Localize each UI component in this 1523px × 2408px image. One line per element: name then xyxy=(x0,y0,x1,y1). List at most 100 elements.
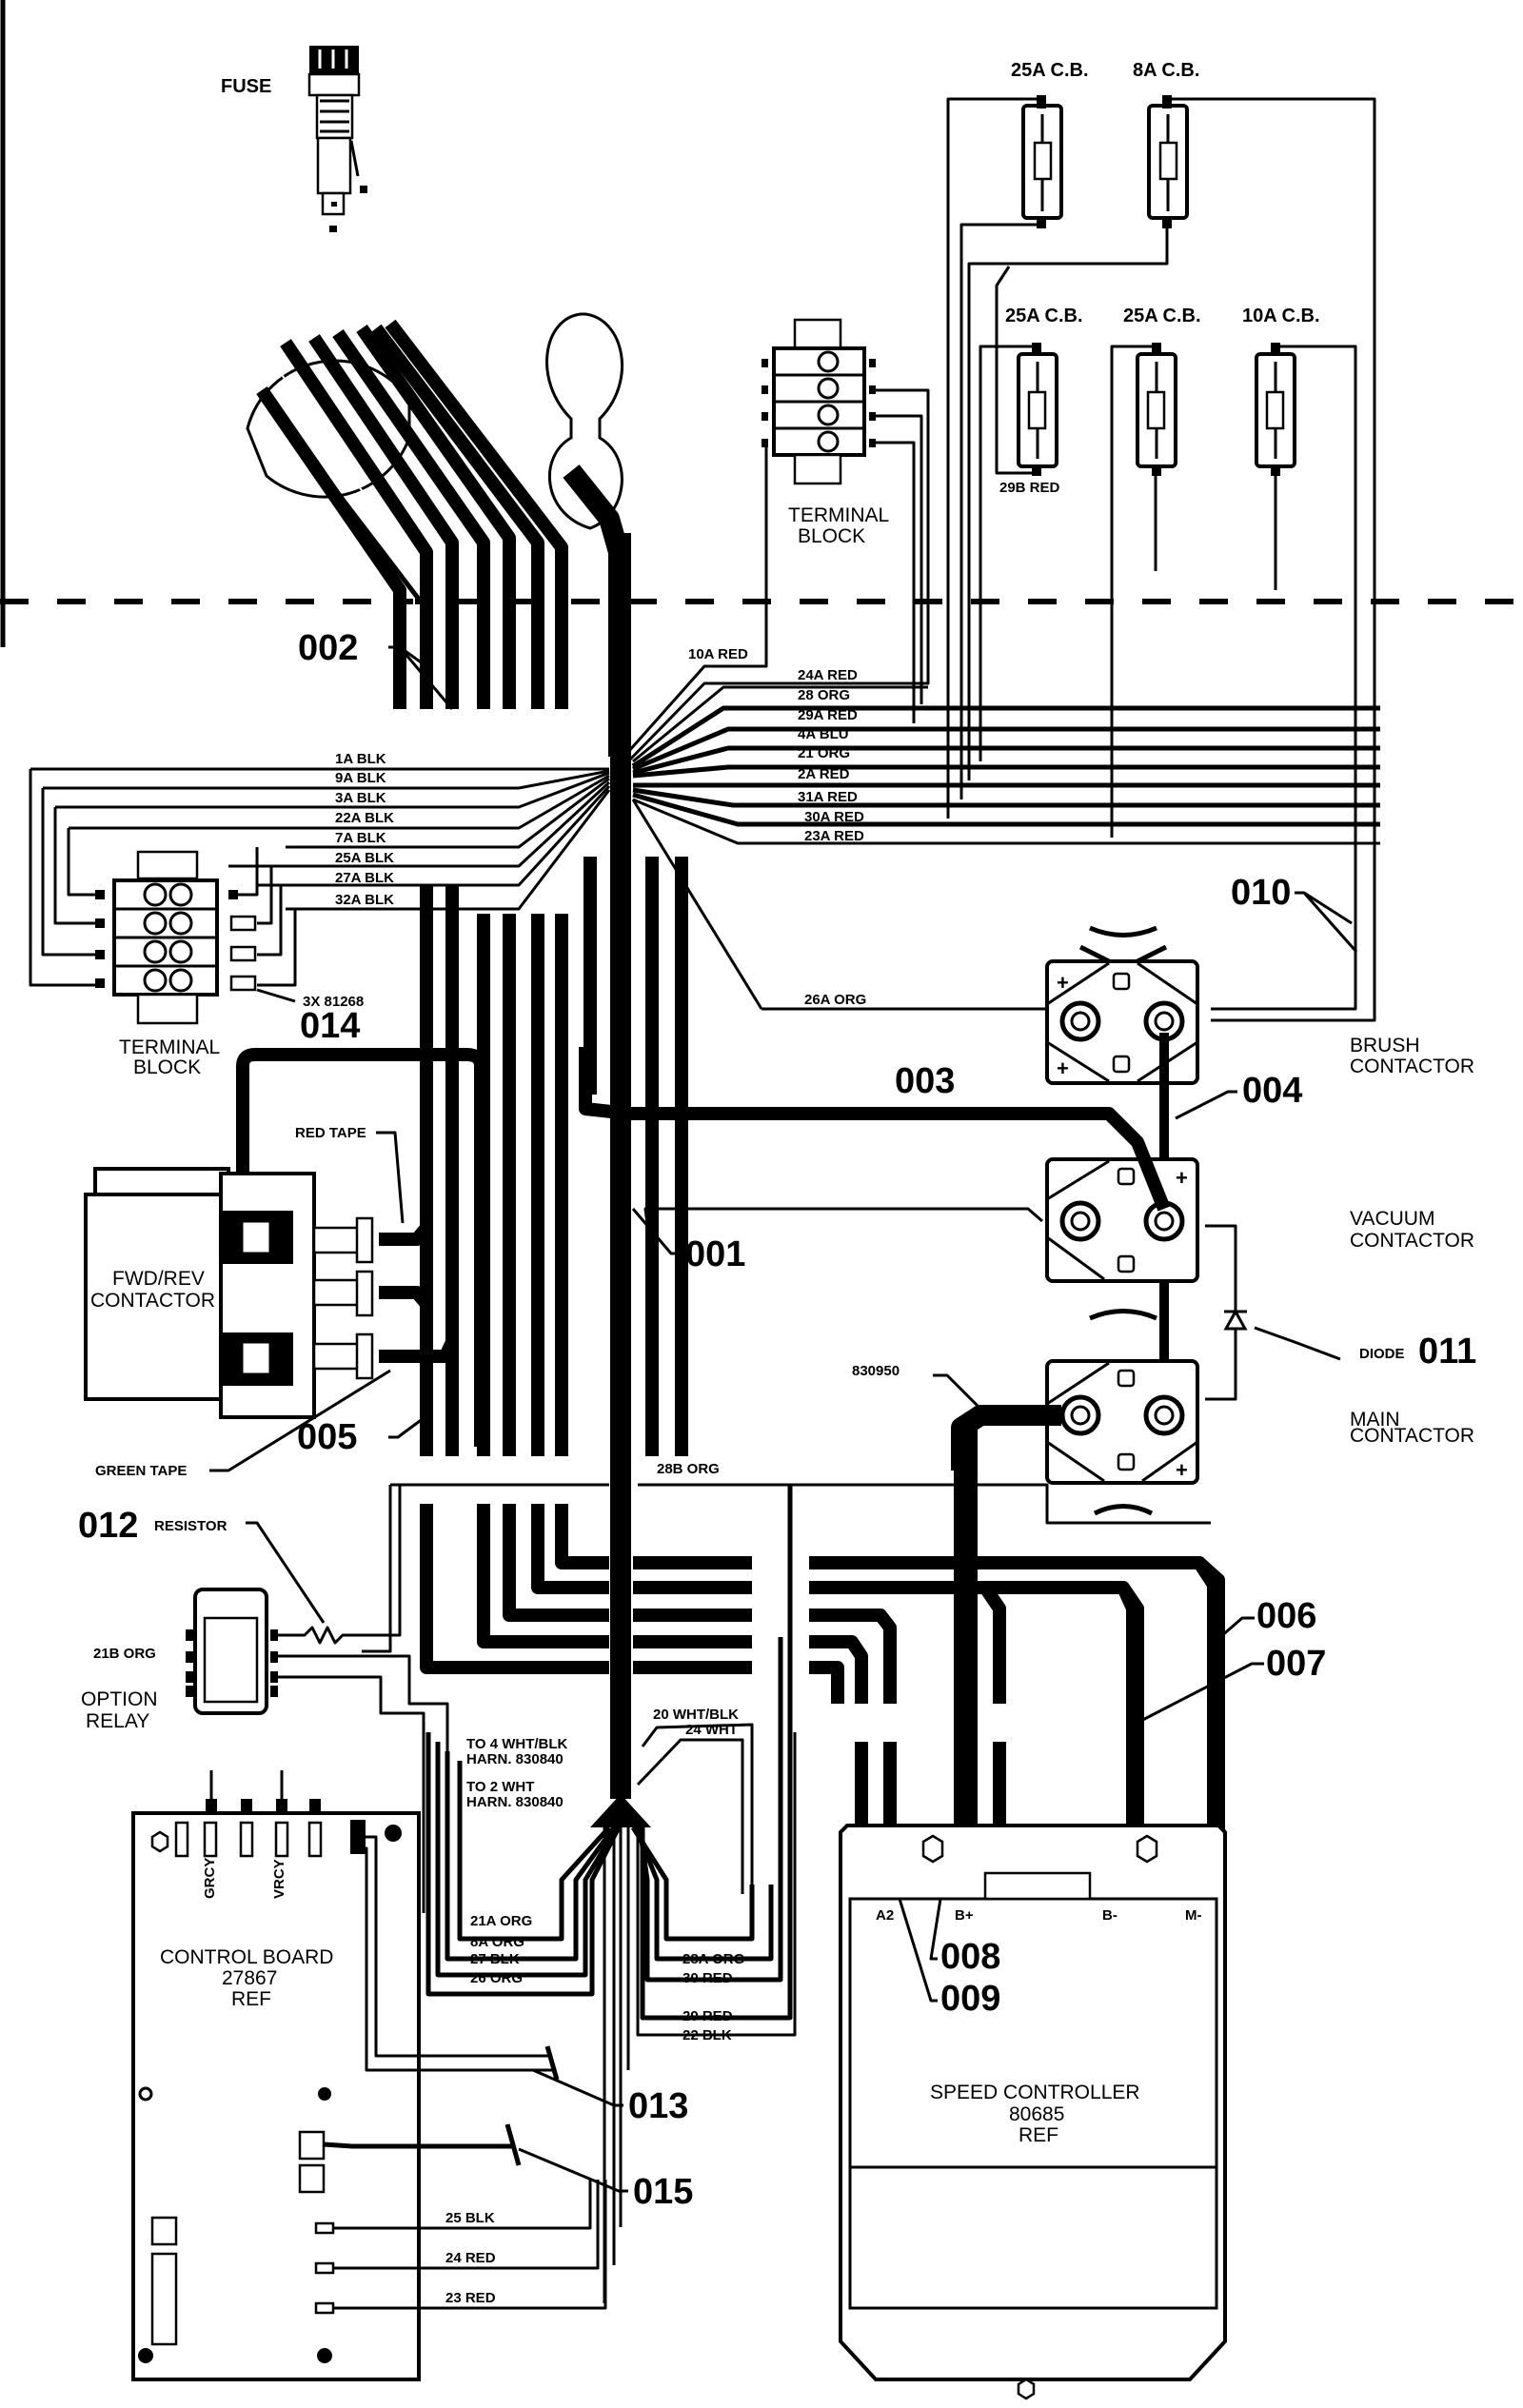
resistor-label: RESISTOR xyxy=(154,1518,227,1534)
relay-wire-8a xyxy=(278,1675,425,1913)
fuse-label: FUSE xyxy=(221,76,271,97)
option-relay-label-2: RELAY xyxy=(86,1710,149,1732)
svg-text:+: + xyxy=(1057,1056,1069,1080)
diode-icon xyxy=(1205,1224,1248,1401)
callout-006: 006 xyxy=(1256,1596,1316,1636)
terminal-block-left-icon xyxy=(95,850,257,1025)
callout-003: 003 xyxy=(895,1061,955,1101)
control-board-pin-grcy: GRCY xyxy=(202,1858,218,1899)
relay-wire-label: 21B ORG xyxy=(93,1646,156,1662)
wire-label: 32A BLK xyxy=(335,892,394,908)
wire-label: 29A RED xyxy=(798,707,858,723)
vacuum-contactor-label-1: VACUUM xyxy=(1350,1208,1434,1230)
control-board-icon xyxy=(131,1770,607,2381)
harness-note-1: TO 4 WHT/BLK xyxy=(466,1736,568,1752)
cb-label-10a: 10A C.B. xyxy=(1242,306,1320,326)
callout-007: 007 xyxy=(1266,1644,1326,1684)
green-tape-leader xyxy=(209,1369,391,1472)
cable-830950-leader xyxy=(933,1373,982,1411)
terminal-part-label: 3X 81268 xyxy=(303,994,364,1010)
terminal-b-minus: B- xyxy=(1102,1907,1118,1924)
red-tape-leader xyxy=(376,1131,405,1224)
fwd-rev-label-1: FWD/REV xyxy=(112,1268,205,1290)
wire-label: 31A RED xyxy=(798,789,858,805)
brush-contactor-label-1: BRUSH xyxy=(1350,1035,1420,1056)
callout-012: 012 xyxy=(78,1506,138,1546)
terminal-block-top-label-1: TERMINAL xyxy=(788,504,889,526)
callout-013: 013 xyxy=(628,2086,688,2126)
cb-label-25a-mid1: 25A C.B. xyxy=(1005,306,1083,326)
wire-label: 7A BLK xyxy=(335,830,386,846)
wire-labels-left: 1A BLK 9A BLK 3A BLK 22A BLK 7A BLK 25A … xyxy=(335,751,394,908)
main-contactor-icon: + xyxy=(951,1359,1199,1894)
control-board-label-3: REF xyxy=(231,1988,271,2010)
wire-label: 25A BLK xyxy=(335,850,394,866)
terminal-block-top-label-2: BLOCK xyxy=(798,525,865,547)
wire-label: 21A ORG xyxy=(470,1913,532,1929)
wire-label: 26 ORG xyxy=(470,1970,523,1986)
cable-830950-label: 830950 xyxy=(852,1363,900,1379)
diode-label: DIODE xyxy=(1359,1346,1405,1362)
terminal-block-top-icon xyxy=(762,318,876,485)
callout-008: 008 xyxy=(940,1937,1000,1977)
callout-005: 005 xyxy=(297,1417,357,1457)
wire-label-10a: 10A RED xyxy=(688,646,748,662)
fwd-rev-contactor-icon xyxy=(84,1048,487,1447)
wire-label-26a: 26A ORG xyxy=(804,992,866,1008)
main-contactor-label-2: CONTACTOR xyxy=(1350,1425,1474,1447)
wire-label: 9A BLK xyxy=(335,770,386,786)
terminal-a2: A2 xyxy=(876,1907,894,1924)
callout-009: 009 xyxy=(940,1979,1000,2019)
cb-wiring xyxy=(946,97,1376,1022)
cb-label-25a-mid2: 25A C.B. xyxy=(1123,306,1201,326)
main-contactor-label-1: MAIN xyxy=(1350,1409,1400,1431)
wire-006 xyxy=(809,1556,1225,1894)
callout-004: 004 xyxy=(1242,1071,1302,1111)
wire-labels-bottom: 21A ORG 8A ORG 27 BLK 26 ORG 28A ORG 30 … xyxy=(470,1913,744,2043)
callouts: 002 003 004 001 005 006 007 008 009 010 … xyxy=(78,628,1476,2212)
wire-label: 22 BLK xyxy=(682,2027,732,2043)
speed-controller-label-3: REF xyxy=(1019,2124,1058,2146)
wire-label: 30 RED xyxy=(682,1970,733,1986)
wire-label: 27A BLK xyxy=(335,870,394,886)
wire-label: 24A RED xyxy=(798,667,858,683)
control-board-label-2: 27867 xyxy=(222,1967,277,1989)
harness-upper-bundle xyxy=(246,312,629,757)
terminal-block-left-label-1: TERMINAL xyxy=(119,1036,220,1058)
wire-label-28b: 28B ORG xyxy=(657,1461,720,1477)
wire-007 xyxy=(809,1581,1144,1894)
svg-text:+: + xyxy=(1176,1458,1188,1482)
vacuum-contactor-label-2: CONTACTOR xyxy=(1350,1230,1474,1252)
control-board-label-1: CONTROL BOARD xyxy=(160,1946,333,1968)
terminal-block-top-wiring xyxy=(626,388,930,763)
speed-controller-icon xyxy=(839,1824,1227,2400)
callout-002: 002 xyxy=(298,628,358,668)
harness-note-3: TO 2 WHT xyxy=(466,1779,534,1795)
callout-001: 001 xyxy=(685,1234,745,1274)
wire-label: 28A ORG xyxy=(682,1951,744,1967)
wire-28b-right xyxy=(638,1483,1211,1525)
speed-controller-label-2: 80685 xyxy=(1009,2103,1064,2125)
wire-24w xyxy=(636,1738,744,1894)
harness-note-2: HARN. 830840 xyxy=(466,1751,564,1767)
fan-wires-right xyxy=(631,685,1380,1011)
wire-28b-down xyxy=(362,1485,392,1653)
resistor-leader xyxy=(246,1521,326,1624)
wire-labels-right: 24A RED 28 ORG 29A RED 4A BLU 21 ORG 2A … xyxy=(798,667,864,844)
wire-label: 21 ORG xyxy=(798,745,850,761)
wire-label-20: 20 WHT/BLK xyxy=(653,1707,739,1723)
wire-label: 2A RED xyxy=(798,766,850,782)
wire-label: 3A BLK xyxy=(335,790,386,806)
wire-label: 4A BLU xyxy=(798,726,849,742)
leader-line xyxy=(256,988,296,1003)
diode-leader xyxy=(1254,1326,1341,1361)
cb-label-25a-top: 25A C.B. xyxy=(1011,60,1089,81)
terminal-block-left-label-2: BLOCK xyxy=(133,1056,201,1078)
wire-label-29b: 29B RED xyxy=(999,480,1060,496)
svg-text:+: + xyxy=(1176,1166,1188,1190)
green-tape-label: GREEN TAPE xyxy=(95,1463,187,1479)
main-trunk-001 xyxy=(590,533,651,1827)
resistor-icon xyxy=(278,1485,402,1645)
wire-label: 28 ORG xyxy=(798,687,850,703)
